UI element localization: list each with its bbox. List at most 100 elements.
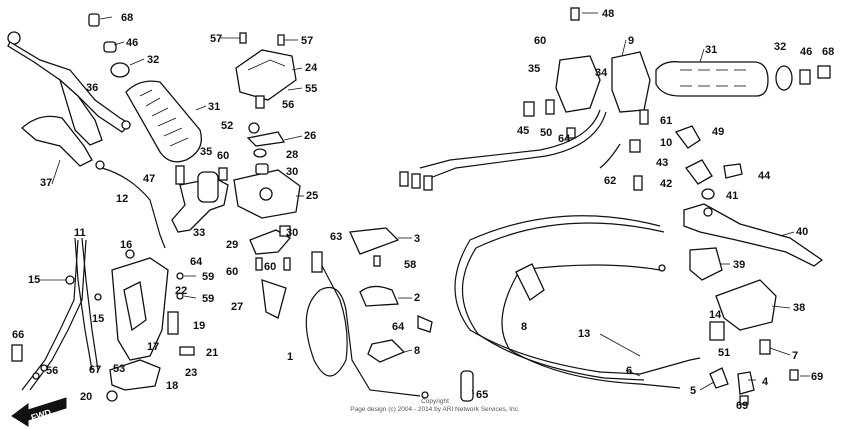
- part-label-16: 16: [120, 239, 132, 251]
- part-label-5: 5: [690, 385, 696, 397]
- part-labels: 68 46 32 36 31 37 12 47 35 60 33 11 16 6…: [12, 8, 834, 412]
- part-label-68-left: 68: [121, 12, 133, 24]
- part-label-57-left: 57: [210, 33, 222, 45]
- part-label-14: 14: [709, 309, 722, 321]
- part-label-36: 36: [86, 82, 98, 94]
- part-label-55: 55: [305, 83, 317, 95]
- part-label-31-right: 31: [705, 44, 717, 56]
- part-label-33: 33: [193, 227, 205, 239]
- part-label-58: 58: [404, 259, 416, 271]
- choke-lever-bracket: [171, 165, 229, 233]
- watermark-line-2: Page design (c) 2004 - 2014 by ARI Netwo…: [350, 406, 520, 413]
- part-label-63: 63: [330, 231, 342, 243]
- part-label-32-left: 32: [147, 54, 159, 66]
- part-label-51: 51: [718, 347, 730, 359]
- leader-lines: [40, 12, 810, 395]
- part-label-50: 50: [540, 127, 552, 139]
- clutch-lever-assembly: [7, 31, 132, 146]
- part-label-15-b: 15: [92, 313, 104, 325]
- part-label-22: 22: [175, 285, 187, 297]
- part-label-11: 11: [74, 227, 86, 239]
- part-label-4: 4: [762, 376, 769, 388]
- part-label-31-left: 31: [208, 101, 220, 113]
- mirror: [21, 115, 105, 170]
- part-label-10: 10: [660, 137, 672, 149]
- throttle-bracket: [249, 225, 292, 319]
- part-label-32-right: 32: [774, 41, 786, 53]
- part-label-3: 3: [414, 233, 420, 245]
- part-label-62: 62: [604, 175, 616, 187]
- throttle-housing-bracket: [11, 249, 195, 402]
- part-label-9: 9: [628, 35, 634, 47]
- switch-housing-upper: [235, 32, 297, 109]
- part-label-43: 43: [656, 157, 668, 169]
- part-label-45: 45: [517, 125, 529, 137]
- part-label-30-b: 30: [286, 227, 298, 239]
- part-label-49: 49: [712, 126, 724, 138]
- part-label-47: 47: [143, 173, 155, 185]
- watermark-line-1: Copyright: [421, 398, 449, 405]
- part-label-56-a: 56: [282, 99, 294, 111]
- part-label-57-right: 57: [301, 35, 313, 47]
- part-label-60-d: 60: [534, 35, 546, 47]
- throttle-cable-loop: [305, 251, 429, 399]
- part-label-69-b: 69: [736, 400, 748, 412]
- part-label-46-right: 46: [800, 46, 812, 58]
- fwd-arrow: FWD: [11, 397, 67, 427]
- part-label-13: 13: [578, 328, 590, 340]
- part-label-37: 37: [40, 177, 52, 189]
- part-label-8-right: 8: [521, 321, 527, 333]
- throttle-cable-left: [21, 237, 99, 391]
- switch-wire-harness: [399, 109, 621, 191]
- part-label-66: 66: [12, 329, 24, 341]
- part-label-46-left: 46: [126, 37, 138, 49]
- part-label-60-a: 60: [217, 150, 229, 162]
- right-grip: [655, 61, 831, 97]
- part-label-21: 21: [206, 347, 218, 359]
- part-label-64-right: 64: [558, 133, 571, 145]
- choke-cable: [101, 167, 166, 249]
- part-label-29: 29: [226, 239, 238, 251]
- part-label-20: 20: [80, 391, 92, 403]
- switch-housing-lower: [233, 122, 301, 219]
- long-cables: [454, 215, 701, 389]
- left-grip: [88, 13, 203, 163]
- right-switch-housing: [523, 7, 651, 139]
- part-label-44: 44: [758, 170, 771, 182]
- part-label-39: 39: [733, 259, 745, 271]
- part-label-28: 28: [286, 149, 298, 161]
- part-label-61: 61: [660, 115, 672, 127]
- part-label-53: 53: [113, 363, 125, 375]
- part-label-64-left: 64: [190, 256, 203, 268]
- part-label-68-right: 68: [822, 46, 834, 58]
- part-label-59-b: 59: [202, 293, 214, 305]
- part-label-17: 17: [147, 341, 159, 353]
- part-label-60-b: 60: [226, 266, 238, 278]
- part-label-35-left: 35: [200, 146, 212, 158]
- part-label-64-center: 64: [392, 321, 405, 333]
- part-label-38: 38: [793, 302, 805, 314]
- part-label-59-a: 59: [202, 271, 214, 283]
- part-label-41: 41: [726, 190, 738, 202]
- part-label-34: 34: [595, 67, 608, 79]
- part-label-60-c: 60: [264, 261, 276, 273]
- part-label-7: 7: [792, 350, 798, 362]
- part-label-52: 52: [221, 120, 233, 132]
- part-label-65: 65: [476, 389, 488, 401]
- front-brake-lever: [629, 125, 824, 281]
- part-label-69-a: 69: [811, 371, 823, 383]
- part-label-24: 24: [305, 62, 318, 74]
- part-label-67: 67: [89, 364, 101, 376]
- watermark: Copyright Page design (c) 2004 - 2014 by…: [335, 398, 535, 414]
- part-label-48: 48: [602, 8, 614, 20]
- part-label-12: 12: [116, 193, 128, 205]
- part-label-23: 23: [185, 367, 197, 379]
- part-label-26: 26: [304, 130, 316, 142]
- part-label-30-a: 30: [286, 166, 298, 178]
- part-label-27: 27: [231, 301, 243, 313]
- part-label-1: 1: [287, 351, 293, 363]
- part-label-40: 40: [796, 226, 808, 238]
- part-label-19: 19: [193, 320, 205, 332]
- part-label-15-a: 15: [28, 274, 40, 286]
